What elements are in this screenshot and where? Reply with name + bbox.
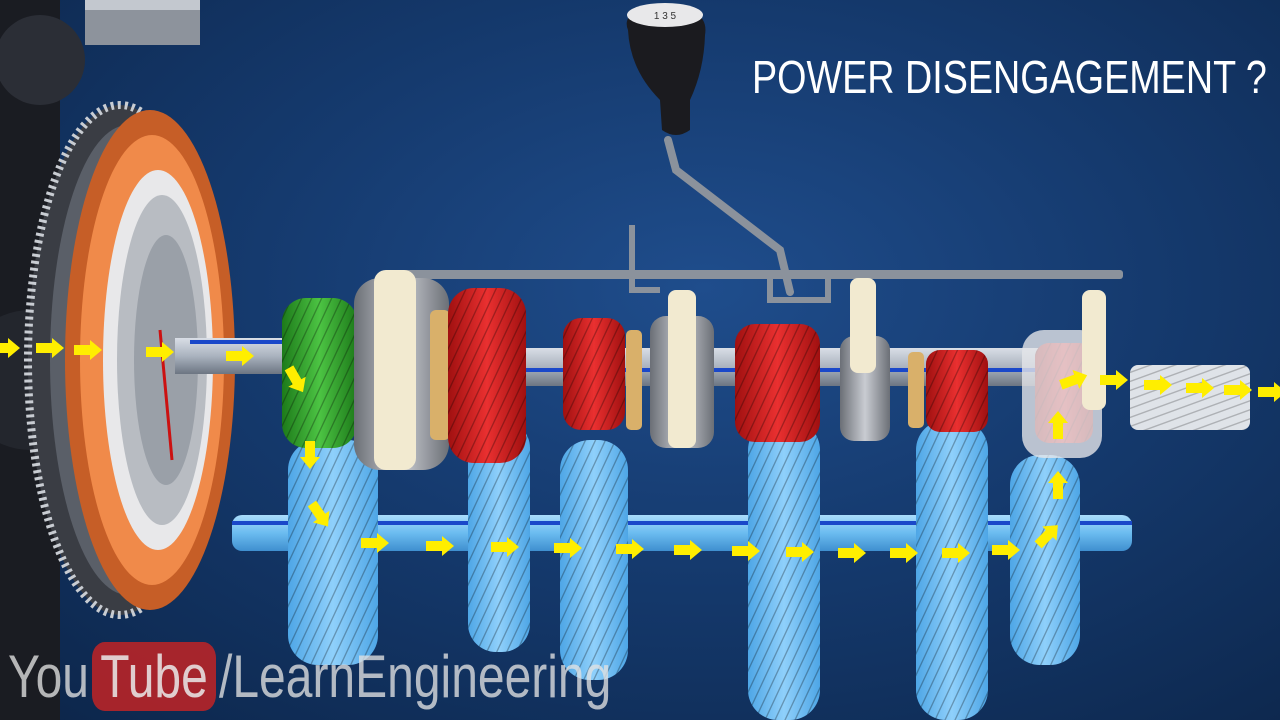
shift-forks xyxy=(650,278,1106,458)
synchronizer-hub xyxy=(354,270,450,470)
flow-arrow-icon xyxy=(1258,382,1280,402)
selector-rod xyxy=(388,270,1123,279)
countershaft xyxy=(232,515,1132,551)
watermark-tube: Tube xyxy=(92,641,216,711)
input-drive-gear xyxy=(282,298,357,448)
shift-lever xyxy=(629,136,831,303)
watermark-handle: /LearnEngineering xyxy=(219,642,612,710)
countershaft-gears xyxy=(288,420,1080,720)
watermark-you: You xyxy=(8,642,89,710)
svg-text:1 3 5: 1 3 5 xyxy=(654,11,677,22)
shift-knob-icon: 1 3 5 xyxy=(626,3,706,135)
channel-watermark: You Tube /LearnEngineering xyxy=(8,636,611,716)
overlay-title: POWER DISENGAGEMENT ? xyxy=(752,51,1267,103)
